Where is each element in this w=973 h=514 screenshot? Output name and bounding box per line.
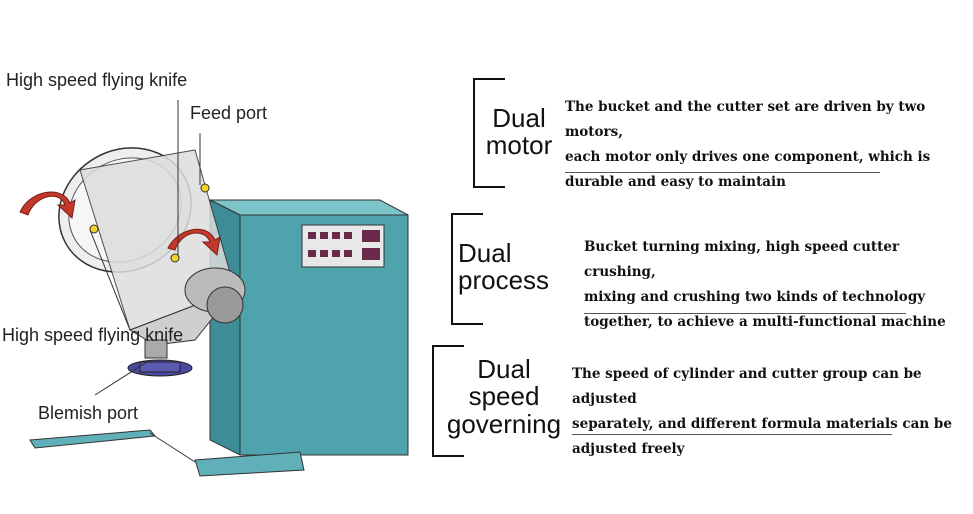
description-line: durable and easy to maintain [565,174,786,190]
feature-description-dual-speed-governing: The speed of cylinder and cutter group c… [572,362,973,462]
feature-title-dual-speed-governing: Dual speed governing [438,354,570,439]
leader-line [94,359,151,396]
description-line: separately, and different formula materi… [572,416,952,432]
base [29,429,305,477]
callout-feed-port: Feed port [190,103,268,123]
feature-title-dual-process: Dual process [458,238,570,296]
description-underline [565,172,880,173]
rotation-arrow-left [19,191,76,219]
mixing-drum [58,147,246,359]
description-line: adjusted freely [572,441,685,457]
feature-title-line: process [458,265,550,296]
description-underline [572,434,892,435]
description-line: mixing and crushing two kinds of technol… [584,289,926,305]
description-underline [584,313,906,314]
feature-title-line: governing [446,408,562,439]
feature-title-line: Dual [492,103,546,133]
leader-line [89,229,131,331]
control-panel [308,230,380,260]
description-line: each motor only drives one component, wh… [565,149,931,165]
feature-bracket [432,345,464,457]
callout-high-speed-flying-knife-bottom: High speed flying knife [2,325,184,345]
feature-bracket [473,78,505,188]
description-line: together, to achieve a multi-functional … [584,314,946,330]
cabinet [209,199,409,456]
feature-title-line: Dual [458,238,512,268]
marker-dot [200,183,210,193]
marker-dot [170,253,180,263]
description-line: The speed of cylinder and cutter group c… [572,366,922,407]
marker-dot [89,224,99,234]
rotation-arrow-right [167,228,221,256]
mixer-machine-illustration [19,100,409,477]
feature-title-line: speed [468,381,540,412]
feature-bracket [451,213,483,325]
feature-title-line: Dual [477,354,531,384]
description-line: The bucket and the cutter set are driven… [565,99,926,140]
feature-title-dual-motor: Dual motor [480,103,558,161]
callout-high-speed-flying-knife-top: High speed flying knife [6,70,188,90]
callout-blemish-port: Blemish port [38,403,139,423]
feature-description-dual-process: Bucket turning mixing, high speed cutter… [584,235,973,335]
feature-description-dual-motor: The bucket and the cutter set are driven… [565,95,973,195]
feature-title-line: motor [485,130,553,161]
description-line: Bucket turning mixing, high speed cutter… [584,239,900,280]
